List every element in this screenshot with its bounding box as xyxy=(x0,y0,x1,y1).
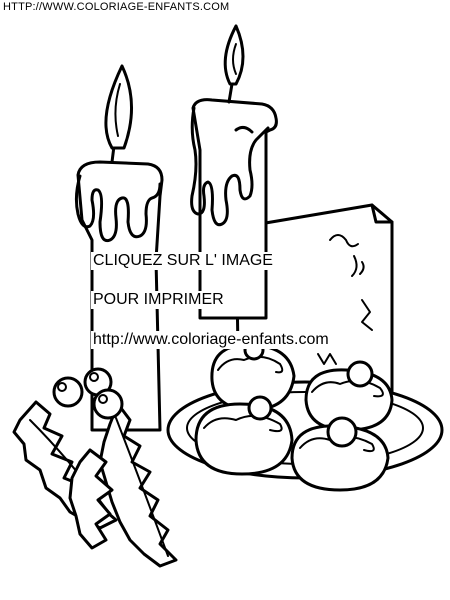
site-link-text[interactable]: http://www.coloriage-enfants.com xyxy=(91,331,331,349)
tall-candle xyxy=(190,24,278,320)
pastries xyxy=(194,339,394,492)
print-instruction-text[interactable]: POUR IMPRIMER xyxy=(91,291,226,309)
header-site-url[interactable]: HTTP://WWW.COLORIAGE-ENFANTS.COM xyxy=(3,1,230,13)
holly-sprig xyxy=(12,367,178,568)
click-image-text[interactable]: CLIQUEZ SUR L' IMAGE xyxy=(91,252,275,270)
